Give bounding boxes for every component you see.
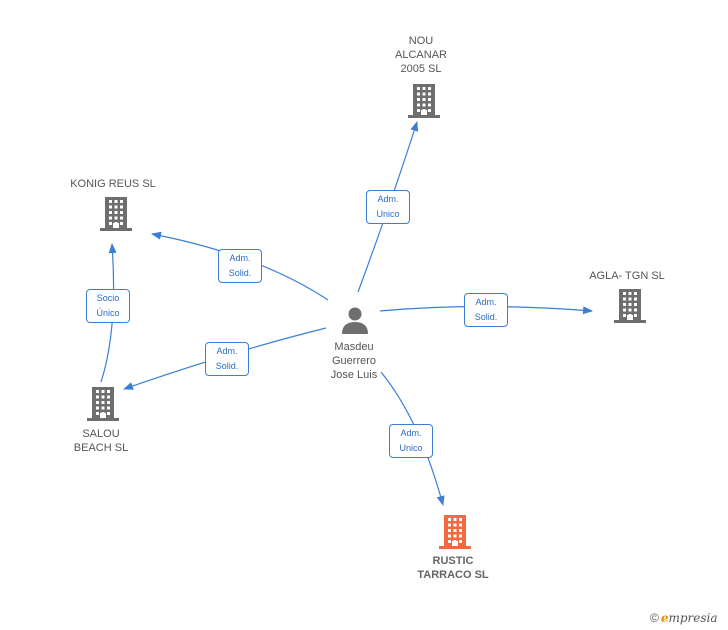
company-label-salou-beach[interactable]: SALOU BEACH SL xyxy=(73,428,129,454)
building-icon[interactable] xyxy=(99,196,133,232)
person-label[interactable]: Masdeu Guerrero Jose Luis xyxy=(330,341,378,381)
company-label-nou-alcanar[interactable]: NOU ALCANAR 2005 SL xyxy=(395,35,447,75)
building-icon[interactable] xyxy=(407,83,441,119)
relation-label-salou-to-konig: Socio Único xyxy=(86,289,130,323)
copyright-symbol: © xyxy=(650,611,659,625)
relation-label-agla-tgn: Adm. Solid. xyxy=(464,293,508,327)
building-icon[interactable] xyxy=(613,288,647,324)
relation-label-nou-alcanar: Adm. Unico xyxy=(366,190,410,224)
building-icon-focus[interactable] xyxy=(438,514,472,550)
company-label-agla-tgn[interactable]: AGLA- TGN SL xyxy=(589,270,665,282)
empresia-watermark: © empresia xyxy=(650,609,718,627)
relation-label-konig-reus: Adm. Solid. xyxy=(218,249,262,283)
relation-label-rustic-tarraco: Adm. Unico xyxy=(389,424,433,458)
company-label-rustic-tarraco[interactable]: RUSTIC TARRACO SL xyxy=(417,555,489,581)
relation-label-salou-beach: Adm. Solid. xyxy=(205,342,249,376)
building-icon[interactable] xyxy=(86,386,120,422)
empresia-logo: empresia xyxy=(660,611,718,625)
person-icon[interactable] xyxy=(340,305,370,335)
company-label-konig-reus[interactable]: KONIG REUS SL xyxy=(70,178,156,190)
